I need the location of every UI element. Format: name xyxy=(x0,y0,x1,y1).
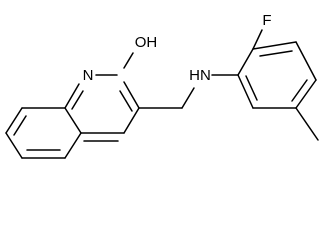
hydroxyl-label: OH xyxy=(135,34,158,51)
bond-c2-oh xyxy=(123,52,134,69)
bond-c5p-methyl xyxy=(295,107,319,141)
fluorine-label: F xyxy=(262,12,271,29)
bond-c4p-c5p xyxy=(295,79,317,109)
atom-labels: OH N HN F xyxy=(83,12,272,84)
bond-c1p-c2p xyxy=(237,48,254,76)
bond-c2p-c3p-inner xyxy=(259,50,293,57)
structure-diagram: OH N HN F xyxy=(5,12,319,159)
bond-c6p-c1p xyxy=(237,74,254,109)
amine-label: HN xyxy=(189,67,211,84)
bond-c8a-n1 xyxy=(64,83,80,109)
bond-c3-c4 xyxy=(123,107,140,134)
bond-c8-c7-inner xyxy=(13,115,27,136)
bond-c2p-f xyxy=(252,29,263,50)
bond-c2-c3-inner xyxy=(119,90,133,112)
bond-c8-c7 xyxy=(5,107,23,134)
bond-c8a-n1-inner xyxy=(71,90,84,110)
molecule-drawing: OH N HN F xyxy=(5,12,319,159)
bond-c3p-c4p xyxy=(295,41,317,81)
bond-c2-c3 xyxy=(123,81,140,109)
ring-nitrogen-label: N xyxy=(83,67,94,84)
bond-c4a-c8a xyxy=(64,107,82,134)
bond-c4p-c5p-inner xyxy=(291,79,308,102)
bond-c5-c4a xyxy=(64,132,82,159)
bond-c7-c6 xyxy=(5,132,23,159)
bonds xyxy=(5,29,319,159)
bond-c2p-c3p xyxy=(252,41,297,50)
bond-c6p-c1p-inner xyxy=(245,75,258,101)
bond-ch2-nh xyxy=(181,87,195,109)
